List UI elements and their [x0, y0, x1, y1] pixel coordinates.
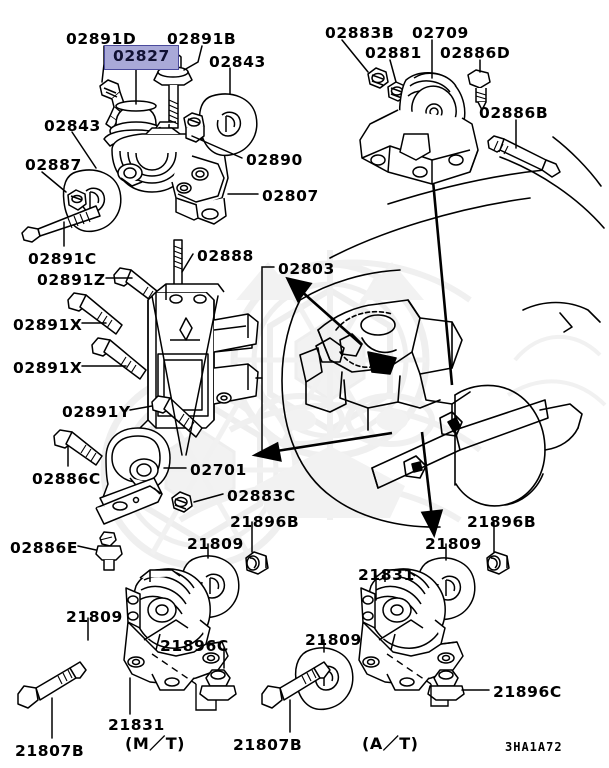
part-02891x-bolt-2: [91, 337, 147, 380]
part-label-02701: 02701: [190, 461, 247, 479]
part-label-21896b-right: 21896B: [467, 513, 537, 531]
part-02886b-bolt: [487, 135, 561, 178]
figure-code: 3HA1A72: [505, 740, 563, 754]
part-label-21809-at2: 21809: [305, 631, 362, 649]
part-02887-nut: [67, 189, 87, 211]
part-label-02881: 02881: [365, 44, 422, 62]
part-02701-mount: [95, 427, 171, 525]
part-02807-bracket: [111, 121, 229, 225]
part-label-21809-at: 21809: [425, 535, 482, 553]
part-label-02709: 02709: [412, 24, 469, 42]
part-02843-washer-top: [198, 93, 258, 157]
part-label-02891d: 02891D: [66, 30, 137, 48]
dash-leader-at: [386, 653, 432, 685]
part-label-02883b: 02883B: [325, 24, 395, 42]
part-label-21896c-mt: 21896C: [160, 637, 229, 655]
part-label-21809-left: 21809: [187, 535, 244, 553]
part-label-21896c-at: 21896C: [493, 683, 562, 701]
part-label-21809-mt: 21809: [66, 608, 123, 626]
part-label-02891z: 02891Z: [37, 271, 106, 289]
part-02890-nut: [183, 112, 205, 143]
bracket-leader-at: [430, 684, 449, 707]
part-label-02891c: 02891C: [28, 250, 97, 268]
highlighted-part-number-02827[interactable]: 02827: [104, 45, 179, 70]
part-label-21807b-left: 21807B: [15, 742, 85, 760]
part-21831-at-bracket: [358, 568, 464, 691]
part-label-02843-left: 02843: [44, 117, 101, 135]
background-watermark: [104, 250, 607, 566]
part-02883b-nut: [367, 67, 389, 89]
part-label-02888: 02888: [197, 247, 254, 265]
part-label-02886e: 02886E: [10, 539, 79, 557]
part-label-02886b: 02886B: [479, 104, 549, 122]
part-02886e-bolt: [95, 531, 123, 571]
part-02891c-bolt: [21, 205, 101, 243]
part-label-02890: 02890: [246, 151, 303, 169]
part-21807b-left-bolt: [17, 661, 87, 709]
part-21896c-mt-nut: [199, 669, 237, 701]
part-02886d-bolt: [467, 69, 491, 111]
part-02709-mount: [359, 72, 479, 185]
part-label-21807b-right: 21807B: [233, 736, 303, 754]
transmission-label-at: (A／T): [362, 734, 419, 753]
part-label-02886c: 02886C: [32, 470, 101, 488]
vehicle-context-illustration: [281, 136, 605, 528]
part-21807b-right-bolt: [261, 661, 331, 709]
transmission-label-mt: (M／T): [125, 734, 185, 753]
part-label-21831-mt: 21831: [108, 716, 165, 734]
part-label-02891y: 02891Y: [62, 403, 131, 421]
part-label-21831-at: 21831: [358, 566, 415, 584]
part-02891x-bolt-1: [67, 292, 123, 335]
dash-leader-mt: [151, 653, 197, 685]
part-02883c-nut: [171, 491, 193, 513]
part-02891b-bolt: [153, 53, 193, 129]
part-02803-bracket: [137, 283, 259, 431]
part-label-02843-top: 02843: [209, 53, 266, 71]
part-21896c-at-nut: [427, 669, 465, 701]
bracket-leader-mt: [195, 684, 217, 711]
part-label-02887: 02887: [25, 156, 82, 174]
part-21896b-left-nut: [245, 551, 269, 575]
part-label-02807: 02807: [262, 187, 319, 205]
part-label-02891b: 02891B: [167, 30, 237, 48]
part-label-02803: 02803: [278, 260, 335, 278]
part-label-02883c: 02883C: [227, 487, 296, 505]
part-label-02891x-1: 02891X: [13, 316, 83, 334]
leader-lines: [41, 39, 517, 739]
part-label-21896b-left: 21896B: [230, 513, 300, 531]
part-label-02891x-2: 02891X: [13, 359, 83, 377]
part-label-02886d: 02886D: [440, 44, 511, 62]
part-21896b-right-nut: [486, 551, 510, 575]
part-21831-mt-bracket: [123, 568, 229, 691]
part-02886c-bolt: [53, 429, 103, 466]
